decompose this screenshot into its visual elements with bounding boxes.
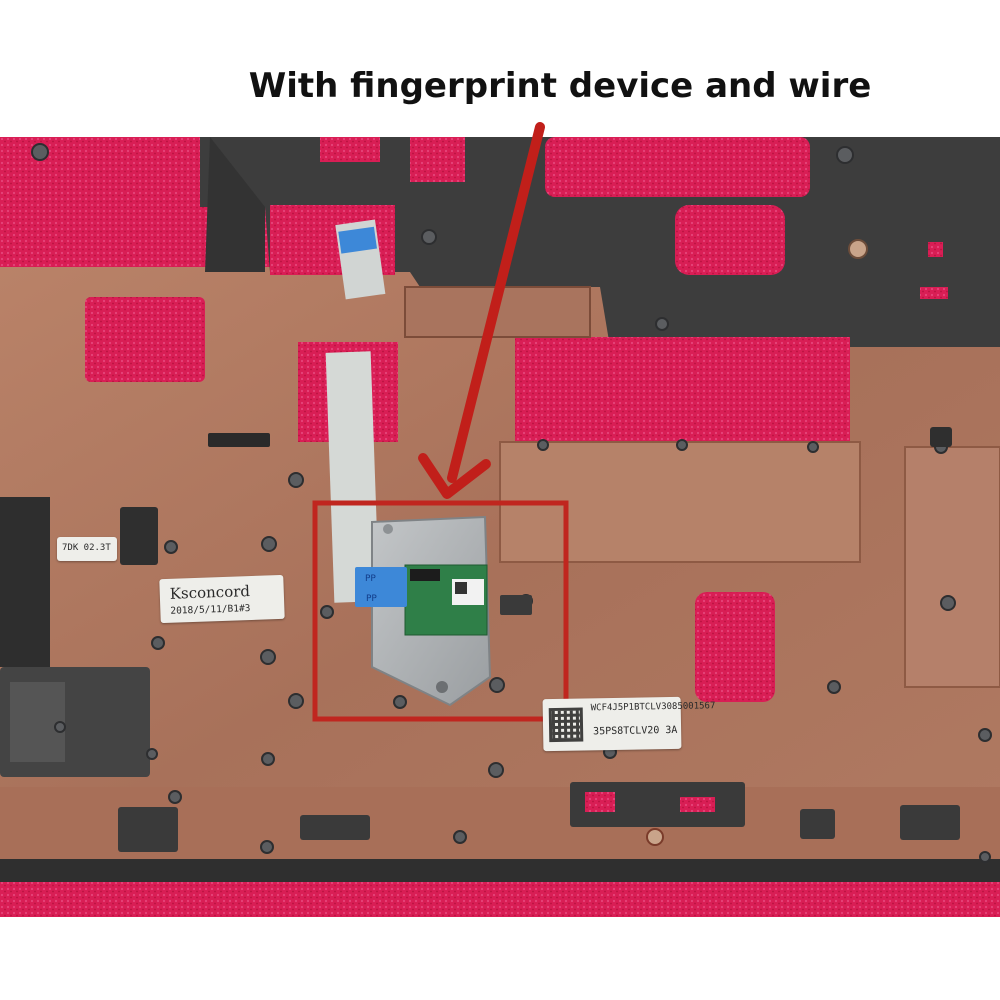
qr-part-number: 35PS8TCLV20 3A — [593, 724, 678, 738]
ksconcord-brand: Ksconcord — [169, 582, 251, 603]
headline-text: With fingerprint device and wire — [248, 66, 872, 106]
flex-connector-label-1: PP — [365, 574, 376, 584]
highlight-box — [312, 500, 569, 722]
flex-connector-label-2: PP — [366, 594, 377, 604]
ksconcord-date: 2018/5/11/B1#3 — [170, 603, 251, 617]
palmrest-illustration — [0, 137, 1000, 917]
product-photo — [0, 137, 1000, 917]
part-tag-text: 7DK 02.3T — [62, 543, 111, 553]
part-tag-sticker: 7DK 02.3T — [57, 537, 117, 561]
ksconcord-sticker: Ksconcord 2018/5/11/B1#3 — [159, 574, 285, 624]
qr-code-icon — [548, 707, 584, 743]
flex-cable — [325, 351, 380, 603]
qr-label-sticker: WCF4J5P1BTCLV3085001567 35PS8TCLV20 3A — [542, 696, 715, 752]
